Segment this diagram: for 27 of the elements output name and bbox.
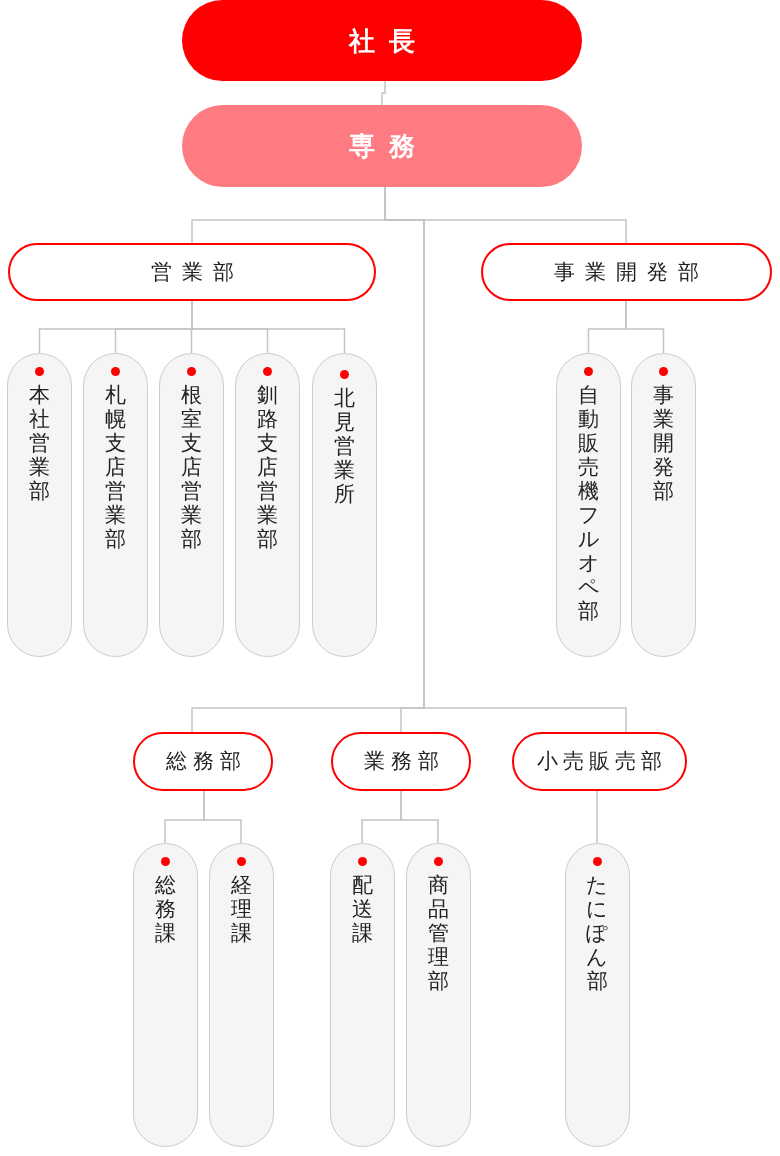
connector-line	[625, 300, 665, 354]
section-label: たにぽん部	[586, 873, 608, 993]
section-label: 根室支店営業部	[180, 383, 203, 551]
connector-line	[596, 790, 598, 844]
section-label: 総務課	[154, 873, 176, 945]
section-label: 北見営業所	[333, 386, 356, 506]
section-label: 商品管理部	[427, 873, 449, 993]
section-label: 経理課	[230, 873, 252, 945]
department-label: 小売販売部	[536, 751, 667, 772]
connector-line	[400, 790, 439, 844]
section-label: 配送課	[351, 873, 373, 945]
connector-line	[191, 300, 346, 354]
department-label: 業務部	[362, 751, 445, 772]
department-pill	[481, 243, 772, 301]
section-label: 本社営業部	[28, 383, 51, 503]
section-label: 自動販売機フルオペ部	[577, 383, 600, 623]
executive-label: 専務	[348, 133, 429, 159]
connector-line	[381, 80, 386, 106]
department-label: 総務部	[164, 751, 247, 772]
connector-line	[203, 790, 242, 844]
section-label: 札幌支店営業部	[104, 383, 127, 551]
department-pill	[8, 243, 376, 301]
section-label: 事業開発部	[652, 383, 675, 503]
executive-label: 社長	[347, 27, 429, 54]
department-label: 営業部	[149, 261, 244, 283]
department-label: 事業開発部	[553, 261, 709, 283]
section-label: 釧路支店営業部	[256, 383, 279, 551]
